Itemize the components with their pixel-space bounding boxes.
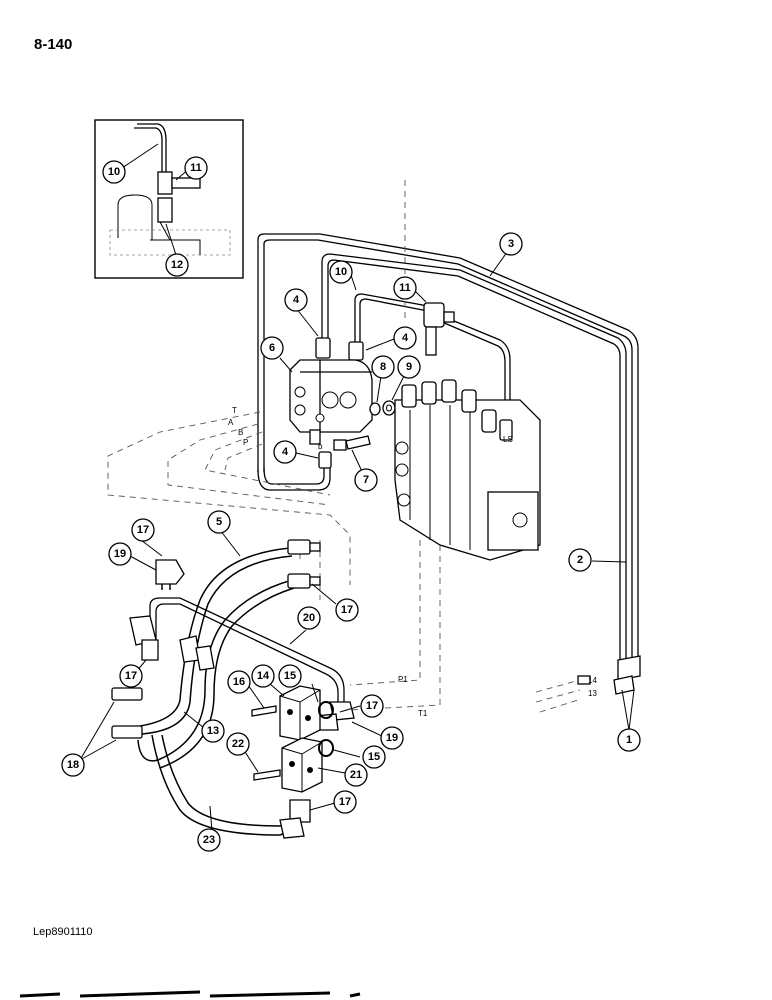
svg-text:20: 20: [303, 612, 315, 624]
callout-2: 2: [568, 548, 592, 572]
pipe-end-fittings: [535, 655, 641, 713]
svg-text:19: 19: [114, 548, 126, 560]
callout-17: 17: [119, 664, 143, 688]
svg-text:12: 12: [171, 259, 183, 271]
page-number: 8-140: [34, 36, 73, 53]
port-label-b-small: b: [318, 442, 323, 451]
callout-20: 20: [297, 606, 321, 630]
callout-11: 11: [393, 276, 417, 300]
callout-6: 6: [260, 336, 284, 360]
svg-text:15: 15: [368, 751, 380, 763]
svg-text:5: 5: [216, 516, 222, 528]
callout-19: 19: [380, 726, 404, 750]
auxiliary-valve: [289, 359, 373, 445]
callout-18: 18: [61, 753, 85, 777]
svg-text:4: 4: [402, 332, 409, 344]
svg-text:8: 8: [380, 361, 386, 373]
callout-9: 9: [397, 355, 421, 379]
svg-text:23: 23: [203, 834, 215, 846]
callout-8: 8: [371, 355, 395, 379]
svg-text:10: 10: [108, 166, 120, 178]
main-control-valve: [394, 379, 541, 561]
svg-text:2: 2: [577, 554, 583, 566]
svg-text:9: 9: [406, 361, 412, 373]
svg-text:10: 10: [335, 266, 347, 278]
svg-text:19: 19: [386, 732, 398, 744]
washers: [369, 400, 396, 416]
upper-pipe-runs: [257, 233, 639, 662]
inset-detail-box: [94, 119, 244, 279]
callout-14: 14: [251, 664, 275, 688]
callout-4: 4: [284, 288, 308, 312]
tee-fitting: [423, 302, 455, 356]
callout-21: 21: [344, 763, 368, 787]
leader-lines: [79, 143, 635, 833]
callout-4: 4: [393, 326, 417, 350]
callout-10: 10: [102, 160, 126, 184]
port-label-t1: T1: [418, 709, 428, 718]
svg-text:16: 16: [233, 676, 245, 688]
callout-3: 3: [499, 232, 523, 256]
hidden-port-connections: [107, 180, 441, 711]
svg-text:4: 4: [282, 446, 289, 458]
callout-16: 16: [227, 670, 251, 694]
callout-17: 17: [360, 694, 384, 718]
callout-23: 23: [197, 828, 221, 852]
svg-text:22: 22: [232, 738, 244, 750]
adapter-fitting: [315, 337, 331, 359]
port-label-a: A: [228, 418, 234, 427]
callout-7: 7: [354, 468, 378, 492]
manifold-blocks: [251, 685, 334, 793]
callout-11: 11: [184, 156, 208, 180]
callout-5: 5: [207, 510, 231, 534]
bottom-edge-artifact: [19, 990, 361, 998]
adapter-fitting: [348, 341, 364, 361]
port-label-14: 14: [588, 676, 597, 685]
svg-text:7: 7: [363, 474, 369, 486]
port-label-ls: LS: [503, 435, 513, 444]
callout-13: 13: [201, 719, 225, 743]
svg-text:3: 3: [508, 238, 514, 250]
callout-15: 15: [362, 745, 386, 769]
svg-text:17: 17: [125, 670, 137, 682]
port-label-b: B: [238, 428, 243, 437]
svg-text:14: 14: [257, 670, 270, 682]
svg-text:21: 21: [350, 769, 362, 781]
callout-19: 19: [108, 542, 132, 566]
svg-text:17: 17: [137, 524, 149, 536]
svg-text:17: 17: [341, 604, 353, 616]
callout-17: 17: [335, 598, 359, 622]
svg-text:13: 13: [207, 725, 219, 737]
port-labels: T A B P b LS P1 T1 14 13: [228, 406, 597, 718]
callout-1: 1: [617, 728, 641, 752]
svg-text:1: 1: [626, 734, 632, 746]
svg-text:15: 15: [284, 670, 296, 682]
svg-text:18: 18: [67, 759, 79, 771]
port-label-p1: P1: [398, 675, 408, 684]
port-label-t: T: [232, 406, 237, 415]
hose-assemblies: [137, 547, 345, 836]
bolt: [333, 435, 371, 451]
callout-12: 12: [165, 253, 189, 277]
svg-text:17: 17: [339, 796, 351, 808]
callout-22: 22: [226, 732, 250, 756]
svg-text:17: 17: [366, 700, 378, 712]
svg-text:11: 11: [190, 162, 202, 174]
callout-10: 10: [329, 260, 353, 284]
hose-fittings: [111, 539, 355, 839]
svg-text:6: 6: [269, 342, 275, 354]
port-label-p: P: [243, 438, 248, 447]
port-label-13: 13: [588, 689, 597, 698]
callout-4: 4: [273, 440, 297, 464]
svg-text:4: 4: [293, 294, 300, 306]
callout-15: 15: [278, 664, 302, 688]
adapter-fitting: [318, 451, 332, 469]
callout-17: 17: [131, 518, 155, 542]
callout-17: 17: [333, 790, 357, 814]
svg-text:11: 11: [399, 282, 411, 294]
drawing-reference-code: Lep8901110: [33, 926, 93, 938]
